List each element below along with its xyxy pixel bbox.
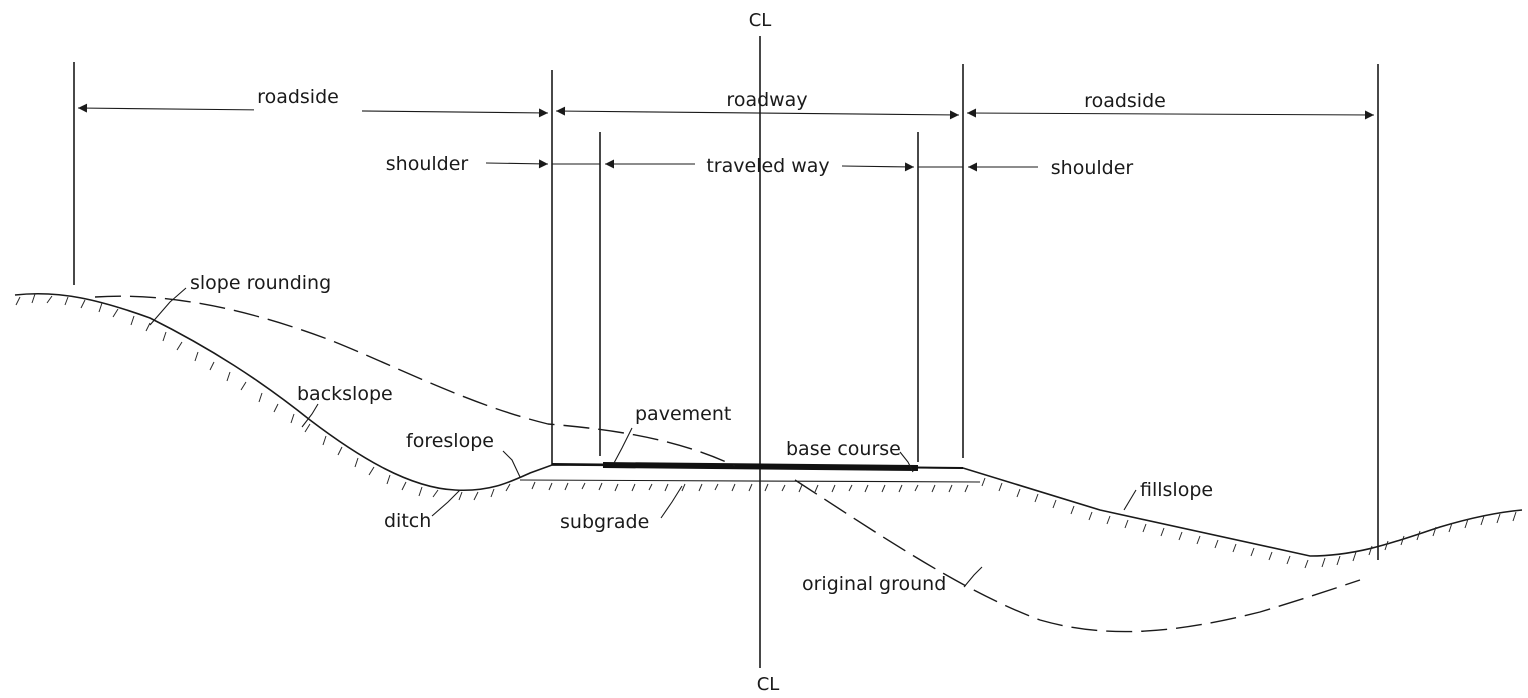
pavement-layer [602,462,919,471]
base-course-leader [899,451,914,473]
roadside-right-label: roadside [1084,90,1166,112]
roadside-left-label: roadside [257,86,339,108]
slope-rounding-label: slope rounding [190,272,331,294]
shoulder-left-label: shoulder [386,153,469,175]
shoulder-right-label: shoulder [1051,157,1134,179]
roadside-right-dimension-arrow [966,108,1375,120]
roadway-label: roadway [726,89,807,111]
reference-lines [73,36,1379,668]
shoulder-left-arrow-in [485,159,549,169]
ground-hatching [15,293,1517,569]
original-ground-label: original ground [802,573,946,595]
backslope-label: backslope [297,383,393,405]
centerline-bottom-mark: CL [757,674,780,695]
original-ground-dashed-line [794,479,1361,633]
foreslope-leader [502,450,521,478]
backslope-leader [301,403,319,428]
roadway-dimension-arrow [555,106,960,120]
pavement-label: pavement [635,403,731,425]
base-course-label: base course [786,438,901,460]
subgrade-label: subgrade [560,511,649,533]
leader-lines [149,287,1137,588]
pavement-leader [613,427,633,464]
ditch-label: ditch [384,510,431,532]
traveled-way-arrow-right [841,162,915,172]
finished-ground-profile [14,292,1523,557]
fillslope-leader [1123,489,1137,511]
ditch-leader [431,489,461,517]
lane-dimensions [485,159,1038,172]
foreslope-label: foreslope [406,430,494,452]
traveled-way-label: traveled way [706,155,829,177]
subgrade-line [519,479,981,483]
slope-rounding-leader [149,287,187,326]
subgrade-leader [660,485,683,519]
centerline-top-mark: CL [749,10,772,31]
slope-rounding-dashed-line [94,295,736,467]
width-dimensions [77,90,1375,120]
fillslope-label: fillslope [1140,479,1213,501]
original-ground-leader [963,566,983,588]
